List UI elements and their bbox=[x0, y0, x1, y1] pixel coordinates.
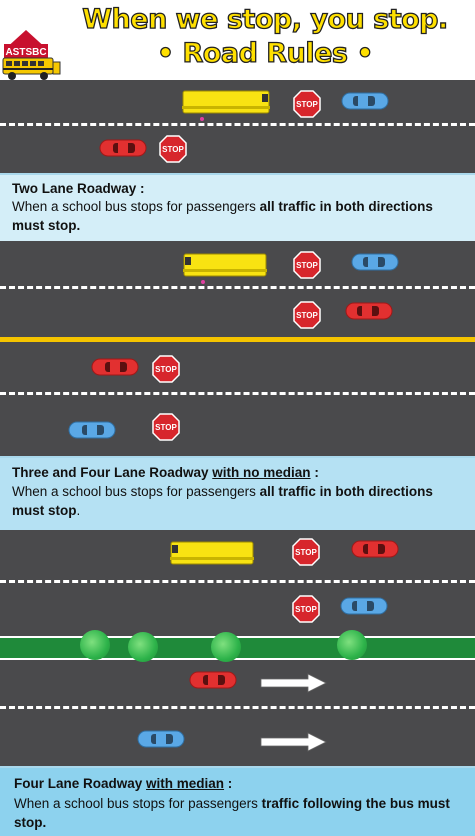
stop-sign-icon: STOP bbox=[159, 135, 187, 163]
blue-car-icon bbox=[340, 597, 388, 615]
stop-sign-icon: STOP bbox=[152, 413, 180, 441]
svg-text:STOP: STOP bbox=[162, 145, 184, 154]
center-yellow-line bbox=[0, 337, 475, 342]
bus-stop-arm bbox=[201, 280, 205, 284]
panel-heading: Two Lane Roadway : bbox=[12, 181, 145, 196]
arrow-right-icon bbox=[260, 732, 327, 752]
lane-divider bbox=[0, 706, 475, 709]
svg-text:STOP: STOP bbox=[155, 365, 177, 374]
svg-text:STOP: STOP bbox=[296, 100, 318, 109]
tree-icon bbox=[337, 630, 367, 660]
logo-text: ASTSBC bbox=[5, 47, 46, 58]
svg-text:STOP: STOP bbox=[295, 605, 317, 614]
red-car-icon bbox=[189, 671, 237, 689]
bus-stop-arm bbox=[200, 117, 204, 121]
lane-divider bbox=[0, 286, 475, 289]
red-car-icon bbox=[99, 139, 147, 157]
school-bus-icon bbox=[183, 253, 267, 277]
panel-body: When a school bus stops for passengers t… bbox=[14, 796, 450, 830]
svg-text:STOP: STOP bbox=[155, 423, 177, 432]
lane-divider bbox=[0, 123, 475, 126]
tree-icon bbox=[211, 632, 241, 662]
blue-car-icon bbox=[68, 421, 116, 439]
lane-divider bbox=[0, 392, 475, 395]
tree-icon bbox=[80, 630, 110, 660]
arrow-right-icon bbox=[260, 673, 327, 693]
stop-sign-icon: STOP bbox=[293, 301, 321, 329]
stop-sign-icon: STOP bbox=[152, 355, 180, 383]
title-line-2: • Road Rules • bbox=[156, 37, 374, 69]
stop-sign-icon: STOP bbox=[293, 251, 321, 279]
red-car-icon bbox=[351, 540, 399, 558]
astsbc-logo: ASTSBC bbox=[0, 26, 62, 84]
red-car-icon bbox=[345, 302, 393, 320]
school-bus-icon bbox=[170, 541, 254, 565]
panel-body: When a school bus stops for passengers a… bbox=[12, 199, 433, 233]
red-car-icon bbox=[91, 358, 139, 376]
title-line-1: When we stop, you stop. bbox=[82, 3, 449, 35]
info-panel-with-median: Four Lane Roadway with median : When a s… bbox=[0, 766, 475, 836]
stop-sign-icon: STOP bbox=[292, 595, 320, 623]
panel-body: When a school bus stops for passengers a… bbox=[12, 484, 433, 518]
blue-car-icon bbox=[137, 730, 185, 748]
stop-sign-icon: STOP bbox=[293, 90, 321, 118]
stop-sign-icon: STOP bbox=[292, 538, 320, 566]
svg-text:STOP: STOP bbox=[296, 261, 318, 270]
blue-car-icon bbox=[351, 253, 399, 271]
svg-text:STOP: STOP bbox=[296, 311, 318, 320]
panel-heading: Three and Four Lane Roadway with no medi… bbox=[12, 465, 319, 480]
header: When we stop, you stop. • Road Rules • bbox=[0, 0, 475, 80]
info-panel-no-median: Three and Four Lane Roadway with no medi… bbox=[0, 456, 475, 530]
four-lane-road-no-median bbox=[0, 241, 475, 456]
panel-heading: Four Lane Roadway with median : bbox=[14, 776, 233, 791]
school-bus-icon bbox=[182, 90, 270, 114]
tree-icon bbox=[128, 632, 158, 662]
lane-divider bbox=[0, 580, 475, 583]
info-panel-two-lane: Two Lane Roadway : When a school bus sto… bbox=[0, 173, 475, 241]
school-bus-logo-icon: ASTSBC bbox=[0, 26, 62, 84]
blue-car-icon bbox=[341, 92, 389, 110]
svg-text:STOP: STOP bbox=[295, 548, 317, 557]
